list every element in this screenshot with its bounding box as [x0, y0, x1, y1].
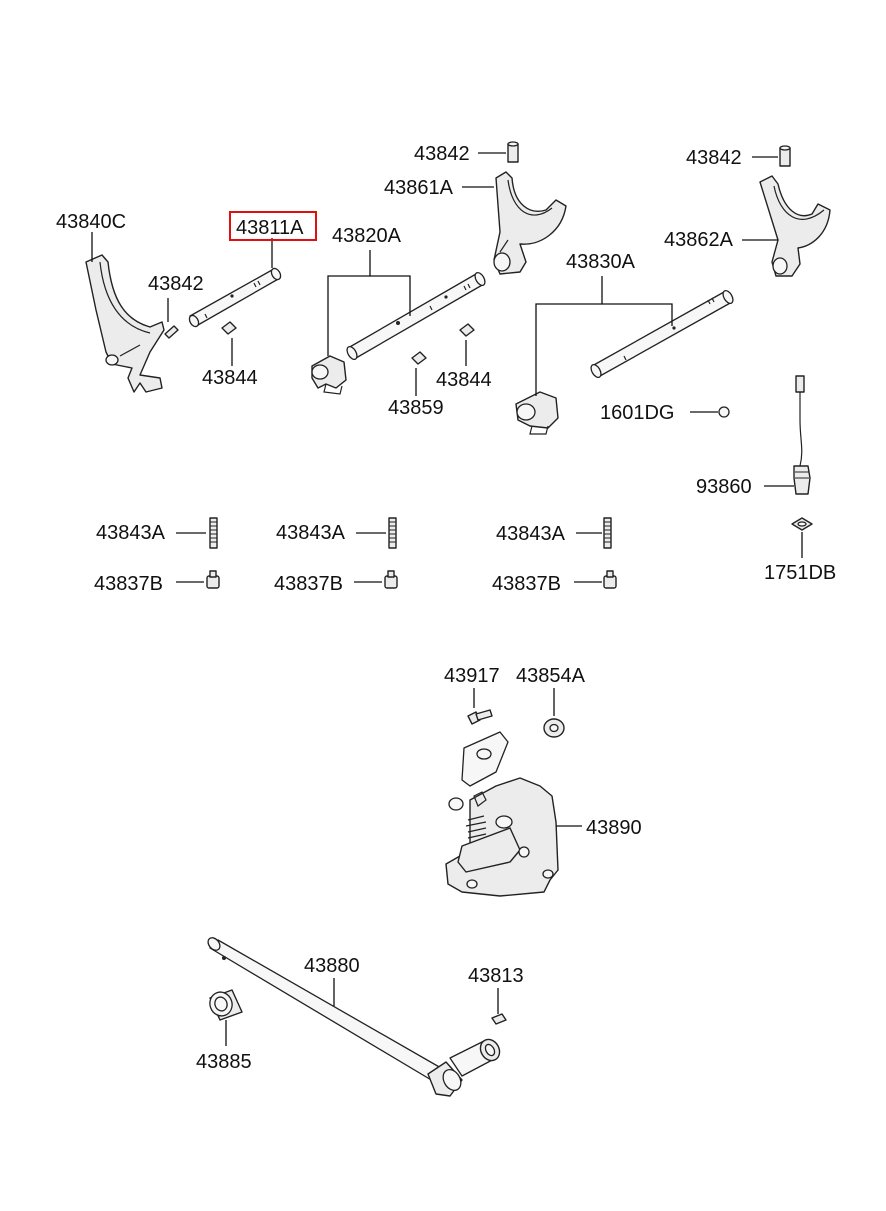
label-43843A-2[interactable]: 43843A: [276, 522, 346, 544]
label-43843A-1[interactable]: 43843A: [96, 522, 166, 544]
part-43854A-washer[interactable]: [543, 718, 565, 738]
label-43862A[interactable]: 43862A: [664, 229, 734, 251]
label-43837B-3[interactable]: 43837B: [492, 573, 561, 595]
label-43859[interactable]: 43859: [388, 397, 444, 419]
part-43917-bolt[interactable]: [467, 709, 493, 725]
highlight-box: [229, 211, 317, 241]
part-43843A-bolt-2[interactable]: [388, 517, 397, 549]
part-43861A-fork[interactable]: [493, 171, 567, 275]
part-1601DG-ball[interactable]: [718, 406, 730, 418]
label-43880[interactable]: 43880: [304, 955, 360, 977]
label-43842-b[interactable]: 43842: [414, 143, 470, 165]
label-43844-a[interactable]: 43844: [202, 367, 258, 389]
part-43842-pin-c[interactable]: [779, 145, 791, 167]
part-43859-pin[interactable]: [411, 351, 427, 365]
part-43820A-rail[interactable]: [345, 271, 487, 361]
label-43842-c[interactable]: 43842: [686, 147, 742, 169]
label-43885[interactable]: 43885: [196, 1051, 252, 1073]
label-43844-b[interactable]: 43844: [436, 369, 492, 391]
leader-lines: [91, 152, 803, 1046]
label-43842-a[interactable]: 43842: [148, 273, 204, 295]
part-43830A-rail[interactable]: [589, 289, 735, 379]
part-43842-pin-b[interactable]: [507, 141, 519, 163]
part-43840C-fork[interactable]: [85, 254, 165, 393]
label-43854A[interactable]: 43854A: [516, 665, 586, 687]
part-43837B-plug-2[interactable]: [384, 570, 398, 589]
label-1601DG[interactable]: 1601DG: [600, 402, 675, 424]
label-43837B-2[interactable]: 43837B: [274, 573, 343, 595]
part-1751DB-washer[interactable]: [791, 517, 813, 531]
part-43843A-bolt-1[interactable]: [209, 517, 218, 549]
part-43844-pin-a[interactable]: [221, 321, 237, 335]
part-43862A-fork[interactable]: [759, 175, 831, 277]
label-43840C[interactable]: 43840C: [56, 211, 126, 233]
part-43890-housing[interactable]: [445, 731, 559, 897]
label-93860[interactable]: 93860: [696, 476, 752, 498]
label-43837B-1[interactable]: 43837B: [94, 573, 163, 595]
label-43830A[interactable]: 43830A: [566, 251, 636, 273]
part-43811A-rail[interactable]: [188, 267, 283, 328]
label-43890[interactable]: 43890: [586, 817, 642, 839]
part-43880-shaft[interactable]: [206, 935, 504, 1097]
part-93860-sensor[interactable]: [793, 375, 811, 495]
part-43885-bushing[interactable]: [207, 989, 243, 1021]
part-43830A-block[interactable]: [515, 391, 559, 435]
label-43811A[interactable]: 43811A: [236, 217, 304, 239]
part-43844-pin-b[interactable]: [459, 323, 475, 337]
part-43842-pin-a[interactable]: [164, 325, 179, 339]
label-43861A[interactable]: 43861A: [384, 177, 454, 199]
part-labels: 43840C 43811A 43842 43844 43820A 43859 4…: [56, 143, 836, 1073]
part-43820A-block[interactable]: [311, 355, 347, 395]
label-43843A-3[interactable]: 43843A: [496, 523, 566, 545]
part-43837B-plug-3[interactable]: [603, 570, 617, 589]
label-43813[interactable]: 43813: [468, 965, 524, 987]
label-1751DB[interactable]: 1751DB: [764, 562, 836, 584]
part-43837B-plug-1[interactable]: [206, 570, 220, 589]
part-43843A-bolt-3[interactable]: [603, 517, 612, 549]
label-43820A[interactable]: 43820A: [332, 225, 402, 247]
part-43813-pin[interactable]: [491, 1013, 507, 1025]
label-43917[interactable]: 43917: [444, 665, 500, 687]
